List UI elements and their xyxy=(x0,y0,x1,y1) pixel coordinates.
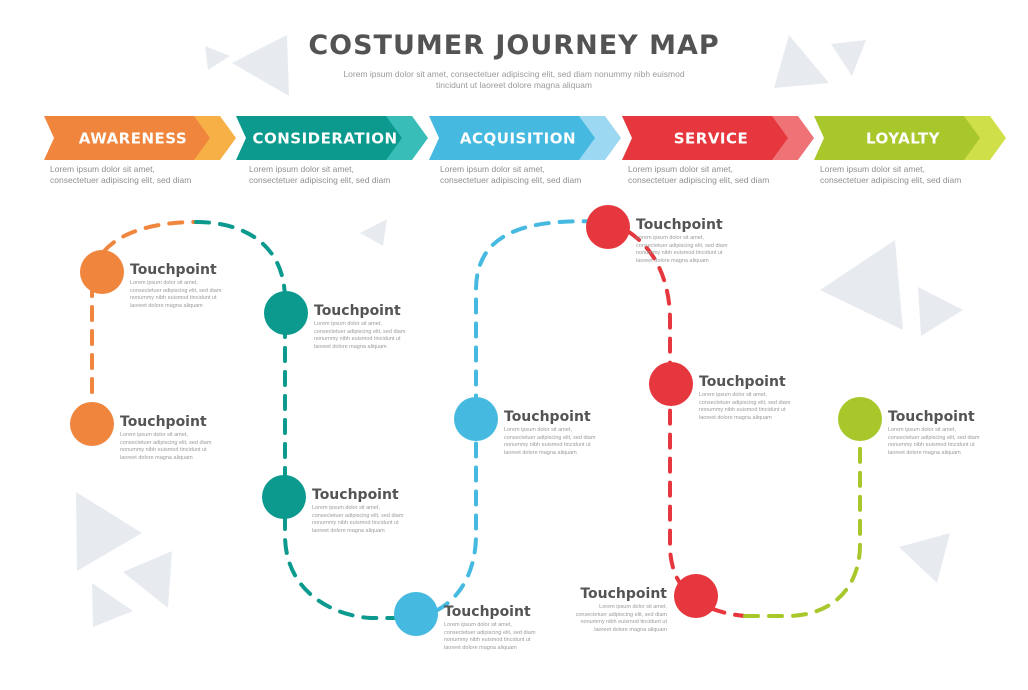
touchpoint-title: Touchpoint xyxy=(504,409,591,425)
touchpoint-dot xyxy=(674,574,718,618)
page-subtitle-line-1: Lorem ipsum dolor sit amet, consectetuer… xyxy=(343,69,685,79)
stage-label: SERVICE xyxy=(674,130,749,148)
touchpoint-dot xyxy=(262,475,306,519)
touchpoint-dot xyxy=(586,205,630,249)
stage-description: Lorem ipsum dolor sit amet,consectetuer … xyxy=(50,164,192,185)
triangle-shape xyxy=(899,533,950,583)
stage-label: ACQUISITION xyxy=(460,130,576,148)
touchpoint-description: Lorem ipsum dolor sit amet, consectetuer… xyxy=(120,432,212,461)
stage-description: Lorem ipsum dolor sit amet,consectetuer … xyxy=(820,164,962,185)
touchpoint-dot xyxy=(394,592,438,636)
triangle-shape xyxy=(232,35,289,96)
touchpoint-dot xyxy=(838,397,882,441)
touchpoint-title: Touchpoint xyxy=(312,487,399,503)
stage-description: Lorem ipsum dolor sit amet,consectetuer … xyxy=(440,164,582,185)
triangle-shape xyxy=(820,240,903,330)
touchpoint-title: Touchpoint xyxy=(130,262,217,278)
triangle-shape xyxy=(360,219,387,246)
touchpoint-title: Touchpoint xyxy=(314,303,401,319)
touchpoint-dot xyxy=(264,291,308,335)
stage-label: LOYALTY xyxy=(866,130,941,148)
touchpoint-title: Touchpoint xyxy=(699,374,786,390)
stage-label: AWARENESS xyxy=(79,130,187,148)
triangle-shape xyxy=(831,40,866,76)
touchpoint-dot xyxy=(649,362,693,406)
touchpoint-title: Touchpoint xyxy=(444,604,531,620)
path-segment-acquisition xyxy=(412,219,609,620)
touchpoint-title: Touchpoint xyxy=(636,217,723,233)
stage-chevron xyxy=(814,116,980,160)
stage-chevron xyxy=(236,116,402,160)
triangle-shape xyxy=(76,492,142,571)
touchpoint-description: Lorem ipsum dolor sit amet, consectetuer… xyxy=(444,622,536,651)
stage-description: Lorem ipsum dolor sit amet,consectetuer … xyxy=(628,164,770,185)
stage-description: Lorem ipsum dolor sit amet,consectetuer … xyxy=(249,164,391,185)
stage-label: CONSIDERATION xyxy=(252,130,397,148)
touchpoint-title: Touchpoint xyxy=(888,409,975,425)
touchpoint-dot xyxy=(80,250,124,294)
page-subtitle-line-2: tincidunt ut laoreet dolore magna aliqua… xyxy=(436,80,592,90)
triangle-shape xyxy=(205,46,230,70)
touchpoint-description: Lorem ipsum dolor sit amet, consectetuer… xyxy=(636,235,728,264)
triangle-shape xyxy=(92,583,133,627)
triangle-shape xyxy=(774,35,829,88)
touchpoint-description: Lorem ipsum dolor sit amet, consectetuer… xyxy=(130,280,222,309)
touchpoint-title: Touchpoint xyxy=(120,414,207,430)
touchpoint-description: Lorem ipsum dolor sit amet, consectetuer… xyxy=(888,427,980,456)
path-segment-consideration xyxy=(283,298,416,620)
touchpoint-title: Touchpoint xyxy=(580,586,667,602)
touchpoint-description: Lorem ipsum dolor sit amet, consectetuer… xyxy=(314,321,406,350)
page-title: COSTUMER JOURNEY MAP xyxy=(308,30,720,61)
triangle-shape xyxy=(918,287,963,336)
touchpoint-description: Lorem ipsum dolor sit amet, consectetuer… xyxy=(504,427,596,456)
stage-chevron xyxy=(429,116,595,160)
touchpoint-dot xyxy=(70,402,114,446)
stage-chevron xyxy=(622,116,788,160)
stage-chevron xyxy=(44,116,210,160)
path-segment-loyalty xyxy=(743,438,862,618)
touchpoint-description: Lorem ipsum dolor sit amet, consectetuer… xyxy=(699,392,791,421)
touchpoint-dot xyxy=(454,397,498,441)
triangle-shape xyxy=(123,551,172,608)
touchpoint-description: Lorem ipsum dolor sit amet, consectetuer… xyxy=(575,604,667,633)
touchpoint-description: Lorem ipsum dolor sit amet, consectetuer… xyxy=(312,505,404,534)
